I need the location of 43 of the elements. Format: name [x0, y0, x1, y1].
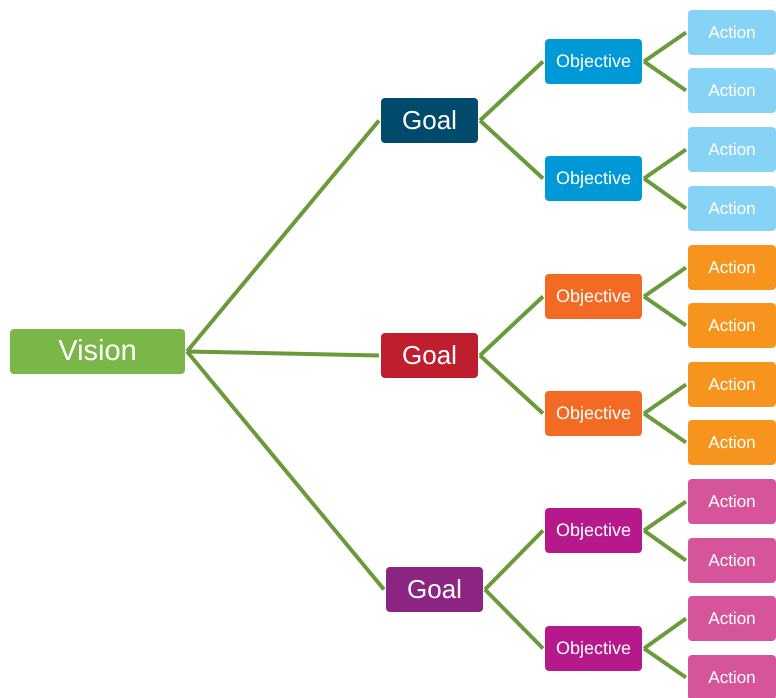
objective-box: Objective — [545, 508, 642, 553]
action-box: Action — [688, 655, 776, 698]
connector-line — [642, 60, 688, 92]
connector-line — [642, 294, 688, 328]
action-box: Action — [688, 186, 776, 231]
connector-line — [478, 60, 544, 122]
connector-line — [642, 616, 688, 650]
connector-line — [185, 350, 386, 591]
action-box: Action — [688, 245, 776, 290]
connector-line — [478, 119, 544, 180]
connector-line — [642, 500, 688, 532]
vision-box: Vision — [10, 329, 185, 374]
action-box: Action — [688, 362, 776, 407]
connector-line — [642, 148, 688, 180]
connector-line — [186, 350, 380, 358]
action-box: Action — [688, 538, 776, 583]
connector-line — [478, 354, 544, 415]
connector-line — [484, 588, 544, 650]
objective-box: Objective — [545, 156, 642, 201]
action-box: Action — [688, 303, 776, 348]
connector-line — [642, 412, 688, 444]
action-box: Action — [688, 127, 776, 172]
goal-box: Goal — [386, 567, 483, 612]
connector-line — [642, 382, 688, 416]
action-box: Action — [688, 68, 776, 113]
action-box: Action — [688, 479, 776, 524]
objective-box: Objective — [545, 626, 642, 671]
action-box: Action — [688, 596, 776, 641]
objective-box: Objective — [545, 274, 642, 319]
connector-line — [642, 646, 688, 680]
connector-line — [185, 119, 381, 353]
connector-line — [642, 30, 688, 64]
connector-line — [642, 528, 688, 562]
objective-box: Objective — [545, 39, 642, 84]
connector-line — [478, 295, 544, 357]
action-box: Action — [688, 420, 776, 465]
action-box: Action — [688, 10, 776, 55]
goal-box: Goal — [381, 333, 478, 378]
connector-line — [642, 266, 688, 298]
connector-line — [642, 176, 688, 210]
connector-line — [484, 529, 544, 591]
objective-box: Objective — [545, 391, 642, 436]
goal-box: Goal — [381, 98, 478, 143]
